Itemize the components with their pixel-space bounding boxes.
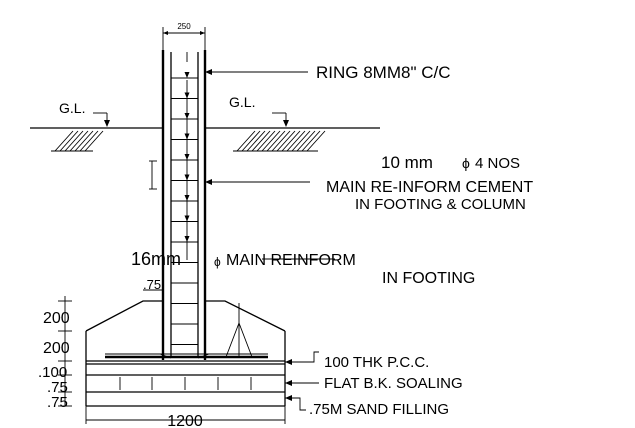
column-outline (161, 50, 207, 360)
footing-bar-size: 16mm (131, 249, 181, 269)
footing-reinforce-line1: MAIN REINFORM (226, 252, 356, 269)
phi-symbol-2: ϕ (214, 255, 221, 269)
brick-soling (119, 377, 252, 390)
footing-outline: .75 (85, 277, 286, 361)
dim-100: .100 (38, 364, 67, 381)
hatch-line (251, 130, 271, 152)
ring-label: RING 8MM8" C/C (316, 63, 451, 82)
hatch-line (54, 130, 74, 152)
footing-width-dimension: 1200 (85, 406, 286, 428)
dim-75-b: .75 (47, 394, 68, 411)
hatch-line (306, 130, 326, 152)
tie-arrow (184, 154, 190, 160)
dim-75-a: .75 (47, 379, 68, 396)
hatch-line (74, 130, 94, 152)
ring-leader (205, 69, 308, 75)
brick-soling-label: FLAT B.K. SOALING (324, 375, 463, 392)
layer-leaders (285, 351, 319, 411)
base-layers (85, 360, 286, 407)
hatch-line (291, 130, 311, 152)
column-width-dimension: 250 (162, 22, 206, 52)
hatch-line (261, 130, 281, 152)
hatch-line (236, 130, 256, 152)
main-bar-count: 4 NOS (475, 155, 520, 172)
hatch-line (281, 130, 301, 152)
tie-arrow (184, 215, 190, 222)
ground-line: G.L. G.L. (30, 94, 380, 129)
tie-arrow (184, 133, 190, 140)
hatch-line (256, 130, 276, 152)
tie-arrow (184, 174, 190, 181)
footing-width-label: 1200 (167, 413, 203, 428)
main-reinforce-line2: IN FOOTING & COLUMN (355, 196, 526, 213)
tie-arrow (184, 92, 190, 99)
tie-arrow (184, 113, 190, 119)
offset-label: .75 (143, 277, 161, 292)
lap-marker (149, 160, 157, 190)
hatch-line (241, 130, 261, 152)
hatch-line (266, 130, 286, 152)
main-bar-size: 10 mm (381, 153, 433, 172)
dim-200-top: 200 (43, 310, 70, 327)
hatch-line (64, 130, 84, 152)
gl-right-label: G.L. (229, 94, 255, 110)
column-width-label: 250 (177, 22, 191, 31)
left-dimension-chain: 200 200 .100 .75 .75 (38, 296, 72, 411)
tie-arrow (184, 72, 190, 78)
hatch-line (246, 130, 266, 152)
main-reinforce-leader (205, 179, 310, 185)
footing-reinforce-line2: IN FOOTING (382, 270, 475, 287)
hatch-line (79, 130, 99, 152)
hatch-line (69, 130, 89, 152)
hatch-line (271, 130, 291, 152)
pcc-label: 100 THK P.C.C. (324, 354, 429, 371)
phi-symbol-1: ϕ (462, 155, 470, 171)
gl-left-label: G.L. (59, 100, 85, 116)
hatch-line (276, 130, 296, 152)
column-ties (171, 72, 198, 345)
hatch-line (301, 130, 321, 152)
hatch-line (84, 130, 104, 152)
hatch-line (286, 130, 306, 152)
main-reinforce-line1: MAIN RE-INFORM CEMENT (326, 179, 533, 196)
hatch-line (296, 130, 316, 152)
earth-hatch (51, 130, 326, 152)
tie-arrow (184, 236, 190, 242)
tie-arrow (184, 195, 190, 201)
dim-200-bottom: 200 (43, 340, 70, 357)
sand-filling-label: .75M SAND FILLING (309, 401, 449, 418)
hatch-line (59, 130, 79, 152)
